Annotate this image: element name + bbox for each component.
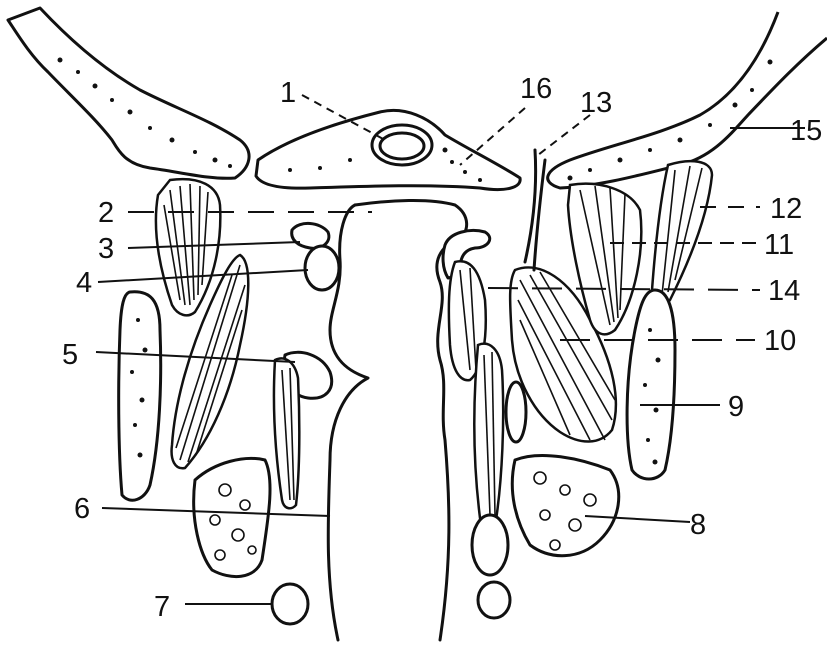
gland-left	[192, 456, 272, 579]
label-16: 16	[520, 73, 552, 105]
structure-13-line	[523, 148, 547, 272]
gland-left-texture	[209, 483, 257, 561]
muscle-right-long	[650, 159, 714, 309]
pharynx-wall-left	[326, 203, 370, 642]
label-13: 13	[580, 87, 612, 119]
muscle-right-upper-fibers	[579, 185, 626, 326]
gland-right	[510, 454, 621, 558]
label-12: 12	[770, 193, 802, 225]
label-3: 3	[98, 233, 114, 265]
muscle-left-upper	[154, 177, 222, 317]
label-2: 2	[98, 197, 114, 229]
mandible-ramus-left	[117, 290, 163, 502]
label-7: 7	[154, 591, 170, 623]
bone-texture-left	[57, 57, 232, 168]
structure-7	[270, 582, 310, 626]
gland-right-texture	[533, 471, 597, 551]
label-6: 6	[74, 493, 90, 525]
ramus-right-texture	[643, 328, 661, 465]
structure-right-bottom	[476, 580, 512, 620]
structure-right-mid	[504, 380, 528, 444]
label-4: 4	[76, 267, 92, 299]
label-1: 1	[280, 77, 296, 109]
bone-texture-center	[288, 147, 482, 182]
skull-base-right	[546, 11, 827, 190]
muscle-left-long-fibers	[175, 264, 246, 463]
ramus-left-texture	[130, 318, 148, 458]
label-9: 9	[728, 391, 744, 423]
structure-right-lower	[470, 513, 510, 577]
pharynx-wall-right	[353, 198, 469, 642]
label-11: 11	[764, 229, 794, 261]
label-15: 15	[790, 115, 822, 147]
label-8: 8	[690, 509, 706, 541]
leader-lines	[95, 94, 805, 605]
muscle-right-large-fibers	[517, 271, 616, 441]
mandible-ramus-right	[625, 288, 677, 481]
label-10: 10	[764, 325, 796, 357]
label-5: 5	[62, 339, 78, 371]
skull-base-left	[6, 6, 251, 180]
label-14: 14	[768, 275, 800, 307]
sinus-inner	[378, 131, 426, 161]
bone-texture-right	[567, 59, 773, 181]
structure-4	[303, 244, 341, 292]
